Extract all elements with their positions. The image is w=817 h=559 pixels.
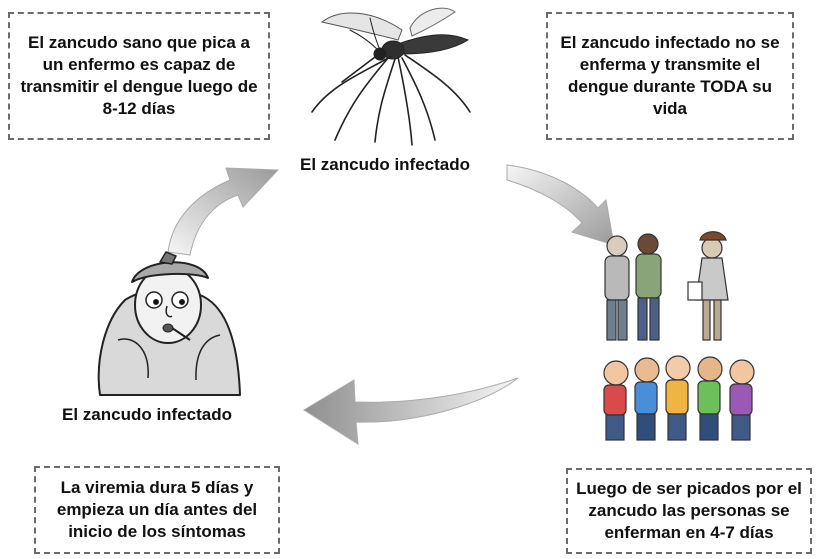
note-infected-mosquito-lifetime: El zancudo infectado no se enferma y tra… [546, 12, 794, 140]
note-infected-mosquito-lifetime-text: El zancudo infectado no se enferma y tra… [560, 33, 780, 118]
note-incubation-mosquito-text: El zancudo sano que pica a un enfermo es… [20, 33, 258, 118]
people-group-illustration [604, 231, 729, 341]
note-viremia: La viremia dura 5 días y empieza un día … [34, 466, 280, 554]
note-human-incubation-text: Luego de ser picados por el zancudo las … [576, 479, 802, 542]
mosquito-illustration [311, 7, 471, 146]
cycle-arrow-to-mosquito [167, 167, 280, 256]
cycle-arrow-to-sick-person [303, 377, 519, 445]
note-viremia-text: La viremia dura 5 días y empieza un día … [56, 478, 258, 541]
note-human-incubation: Luego de ser picados por el zancudo las … [566, 468, 812, 554]
sick-person-illustration [97, 251, 241, 396]
children-group-illustration [603, 355, 755, 441]
note-incubation-mosquito: El zancudo sano que pica a un enfermo es… [8, 12, 270, 140]
cycle-arrow-to-people [506, 164, 615, 246]
caption-sick-person: El zancudo infectado [62, 405, 233, 424]
caption-mosquito: El zancudo infectado [300, 155, 471, 174]
